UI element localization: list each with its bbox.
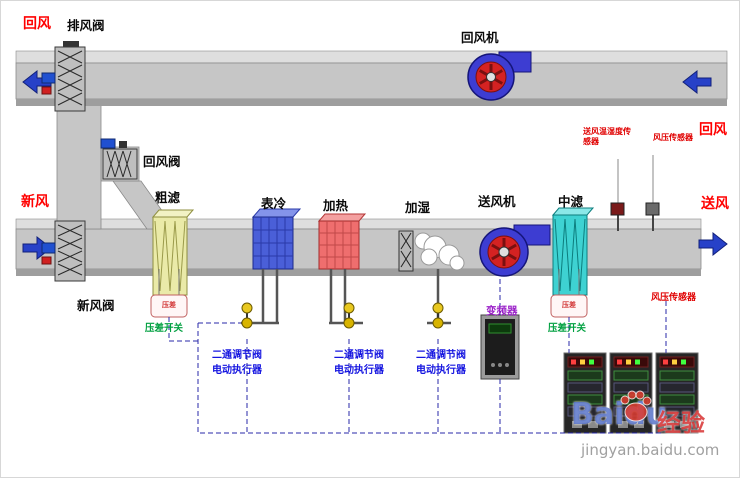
pressure-switch-icon — [550, 269, 588, 318]
fresh-air-damper-icon — [41, 220, 86, 282]
two-way-valve-icon — [432, 302, 444, 329]
label-pressure-sensor-top: 风压传感器 — [653, 133, 693, 142]
heater-icon — [317, 213, 367, 270]
label-heater: 加热 — [323, 198, 349, 213]
label-valve-actuator-3: 二通调节阀 电动执行器 — [408, 348, 474, 378]
return-arrow-left-icon — [682, 69, 712, 95]
steam-cloud-icon — [414, 232, 465, 271]
mixing-duct — [56, 100, 102, 230]
valve-actuator-line2: 电动执行器 — [416, 365, 466, 376]
valve-actuator-line1: 二通调节阀 — [334, 350, 384, 361]
supply-arrow-right-icon — [698, 231, 728, 257]
label-pressure-sensor-bottom: 风压传感器 — [651, 293, 697, 303]
label-medium-filter: 中滤 — [558, 194, 584, 209]
label-return-air-right: 回风 — [699, 122, 727, 138]
label-fresh-air-valve: 新风阀 — [77, 298, 115, 313]
exhaust-damper-icon — [41, 41, 86, 112]
humidifier-icon — [398, 230, 465, 272]
label-pressure-switch-right: 压差开关 — [548, 323, 587, 334]
label-return-fan: 回风机 — [461, 30, 499, 45]
pressure-sensor-icon — [645, 202, 660, 216]
watermark-brand: Baidu — [571, 397, 668, 432]
label-valve-actuator-2: 二通调节阀 电动执行器 — [326, 348, 392, 378]
label-humidifier: 加湿 — [405, 200, 431, 215]
pressure-switch-box-label: 压差 — [562, 301, 576, 309]
two-way-valve-icon — [241, 302, 253, 329]
label-supply-fan: 送风机 — [478, 194, 516, 209]
watermark-brand-cn: 经验 — [657, 409, 705, 437]
two-way-valve-icon — [343, 302, 355, 329]
temp-humidity-sensor-icon — [610, 202, 625, 216]
label-vfd: 变频器 — [486, 305, 518, 317]
exhaust-arrow-left-icon — [22, 69, 52, 95]
valve-actuator-line2: 电动执行器 — [212, 365, 262, 376]
label-cooler: 表冷 — [261, 196, 287, 211]
return-fan-icon — [467, 51, 532, 101]
control-wiring — [168, 279, 667, 434]
pressure-switch-box-label: 压差 — [162, 301, 176, 309]
label-exhaust-valve: 排风阀 — [67, 18, 105, 33]
return-duct — [15, 50, 728, 106]
label-pressure-switch-left: 压差开关 — [145, 323, 184, 334]
label-fresh-air: 新风 — [21, 194, 49, 210]
return-air-damper-icon — [100, 138, 138, 180]
valve-actuator-line2: 电动执行器 — [334, 365, 384, 376]
cooler-icon — [251, 208, 302, 270]
label-supply-th-sensor: 送风温湿度传感器 — [583, 127, 631, 147]
supply-fan-icon — [479, 224, 551, 277]
vfd-icon — [480, 314, 520, 380]
coil-pipes — [241, 269, 451, 325]
baidu-paw-icon — [620, 390, 652, 422]
medium-filter-icon — [551, 207, 595, 296]
coarse-filter-icon — [151, 209, 195, 296]
label-valve-actuator-1: 二通调节阀 电动执行器 — [204, 348, 270, 378]
label-supply-air: 送风 — [701, 196, 729, 212]
label-return-air-left: 回风 — [23, 16, 51, 32]
watermark-url: jingyan.baidu.com — [581, 441, 720, 459]
valve-actuator-line1: 二通调节阀 — [212, 350, 262, 361]
label-return-air-valve: 回风阀 — [143, 154, 181, 169]
valve-actuator-line1: 二通调节阀 — [416, 350, 466, 361]
supply-duct-sensors — [610, 155, 660, 231]
ddc-panel — [655, 352, 699, 434]
label-coarse-filter: 粗滤 — [155, 190, 181, 205]
